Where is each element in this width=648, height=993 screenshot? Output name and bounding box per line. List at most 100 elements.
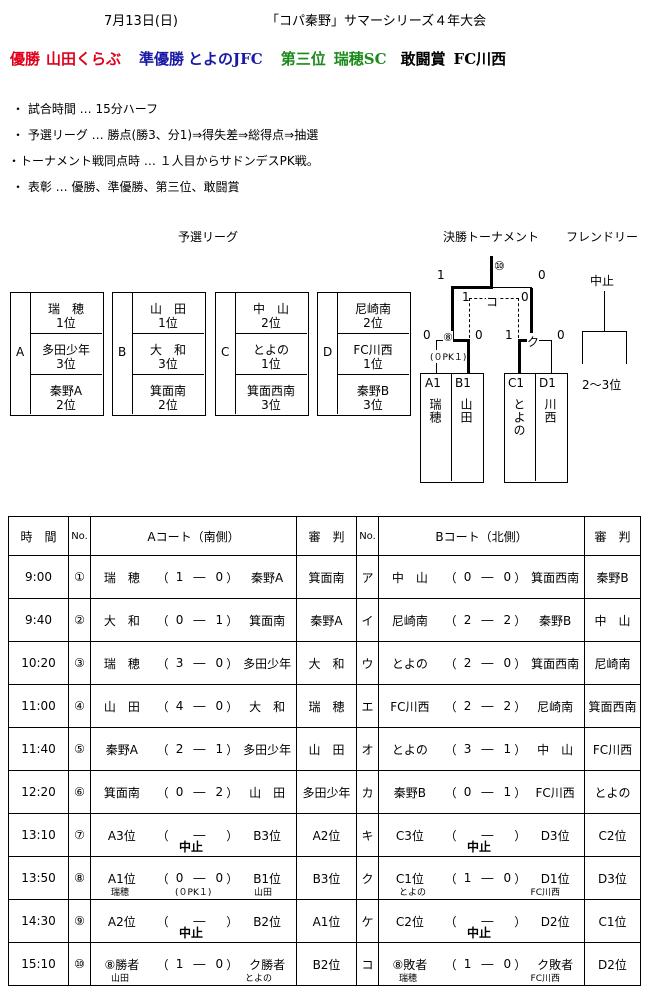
semi1-number: ⑧ <box>443 331 453 344</box>
header-ref-a: 審 判 <box>296 516 357 556</box>
away-score: 2 <box>503 699 512 713</box>
score-punct: （ <box>444 957 457 972</box>
away-team: 多田少年 <box>243 742 292 757</box>
home-team: 大 和 <box>103 613 140 628</box>
home-score: 0 <box>463 570 472 584</box>
away-score: 0 <box>215 656 224 670</box>
team-name: 尼崎南 <box>354 302 391 316</box>
match-cell-b: 尼崎南（2―2）秦野B <box>378 598 585 642</box>
group-box-b <box>112 292 206 416</box>
score-punct: ） <box>514 699 527 714</box>
referee-b: 秦野B <box>584 555 641 599</box>
match-no-b: ア <box>356 555 379 599</box>
match-cell-a: 秦野A（2―1）多田少年 <box>90 727 297 771</box>
match-time: 10:20 <box>8 641 69 685</box>
match-cell-a: 瑞 穂（3―0）多田少年 <box>90 641 297 685</box>
team-name: 中 山 <box>252 302 289 316</box>
schedule-table: 時 間 No. Aコート（南側） 審 判 No. Bコート（北側） 審 判 9:… <box>8 516 641 986</box>
home-score: 0 <box>463 785 472 799</box>
header-time: 時 間 <box>8 516 69 556</box>
home-team-sub: 瑞穂 <box>399 974 418 984</box>
home-team-sub: とよの <box>399 888 427 898</box>
away-score: 0 <box>503 871 512 885</box>
slot-team-b1: 山田 <box>459 398 473 424</box>
match-cell-a: A2位（―）B2位中止 <box>90 899 297 943</box>
away-team: 山 田 <box>249 785 286 800</box>
match-time: 11:00 <box>8 684 69 728</box>
referee-a: 多田少年 <box>296 770 357 814</box>
score-punct: ― <box>481 570 494 584</box>
away-score: 0 <box>215 871 224 885</box>
match-no-a: ⑦ <box>68 813 91 857</box>
score-punct: （ <box>156 570 169 585</box>
team-name: とよの <box>252 343 289 357</box>
score-punct: ― <box>481 785 494 799</box>
champion-label: 優勝 <box>10 50 41 68</box>
match-no-b: エ <box>356 684 379 728</box>
header-court-b: Bコート（北側） <box>378 516 585 556</box>
away-score: 0 <box>215 699 224 713</box>
group-box-d <box>317 292 411 416</box>
match-time: 9:40 <box>8 598 69 642</box>
semi2-label: ク <box>527 333 540 350</box>
rule-awards: ・ 表彰 … 優勝、準優勝、第三位、敢闘賞 <box>12 180 240 194</box>
team-rank: 1位 <box>261 357 281 371</box>
match-no-b: オ <box>356 727 379 771</box>
bracket-slot-box-right <box>504 373 568 483</box>
away-team: B1位 <box>253 871 282 886</box>
match-time: 11:40 <box>8 727 69 771</box>
rule-tournament: ・トーナメント戦同点時 … １人目からサドンデスPK戦。 <box>8 154 319 168</box>
team-rank: 1位 <box>363 357 383 371</box>
away-team: D3位 <box>540 828 570 843</box>
score-punct: ― <box>193 871 206 885</box>
team-name: 大 和 <box>149 343 186 357</box>
home-team: ⑧敗者 <box>392 957 428 972</box>
match-cell-a: 山 田（4―0）大 和 <box>90 684 297 728</box>
fighting-label: 敢闘賞 <box>400 50 446 68</box>
group-letter: A <box>16 345 25 359</box>
away-team: D2位 <box>540 914 570 929</box>
score-punct: ― <box>193 570 206 584</box>
score-punct: ） <box>514 656 527 671</box>
home-score: 2 <box>463 613 472 627</box>
referee-b: とよの <box>584 770 641 814</box>
cancelled-note: 中止 <box>467 926 492 940</box>
match-time: 9:00 <box>8 555 69 599</box>
team-rank: 1位 <box>56 316 76 330</box>
referee-b: 中 山 <box>584 598 641 642</box>
away-team: 秦野A <box>251 570 284 585</box>
away-score: 0 <box>215 957 224 971</box>
third-label: 第三位 <box>280 50 326 68</box>
match-no-a: ② <box>68 598 91 642</box>
home-team: 山 田 <box>103 699 140 714</box>
home-score: 1 <box>175 570 184 584</box>
team-rank: 2位 <box>363 316 383 330</box>
match-cell-b: C3位（―）D3位中止 <box>378 813 585 857</box>
third-place-label: コ <box>486 293 499 310</box>
team-name: 秦野A <box>49 384 83 398</box>
score-punct: ） <box>226 570 239 585</box>
score-punct: ― <box>193 785 206 799</box>
home-team: 尼崎南 <box>391 613 428 628</box>
cancelled-note: 中止 <box>179 926 204 940</box>
home-team: A3位 <box>107 828 136 843</box>
home-score: 1 <box>463 871 472 885</box>
referee-a: 大 和 <box>296 641 357 685</box>
score-punct: ― <box>481 914 494 928</box>
score-punct: ― <box>193 914 206 928</box>
home-score: 1 <box>175 957 184 971</box>
team-name: FC川西 <box>353 343 393 357</box>
score-punct: ） <box>226 613 239 628</box>
referee-a: A1位 <box>296 899 357 943</box>
score-punct: ― <box>481 828 494 842</box>
slot-code-c1: C1 <box>508 376 525 390</box>
score-punct: ） <box>514 871 527 886</box>
match-time: 15:10 <box>8 942 69 986</box>
